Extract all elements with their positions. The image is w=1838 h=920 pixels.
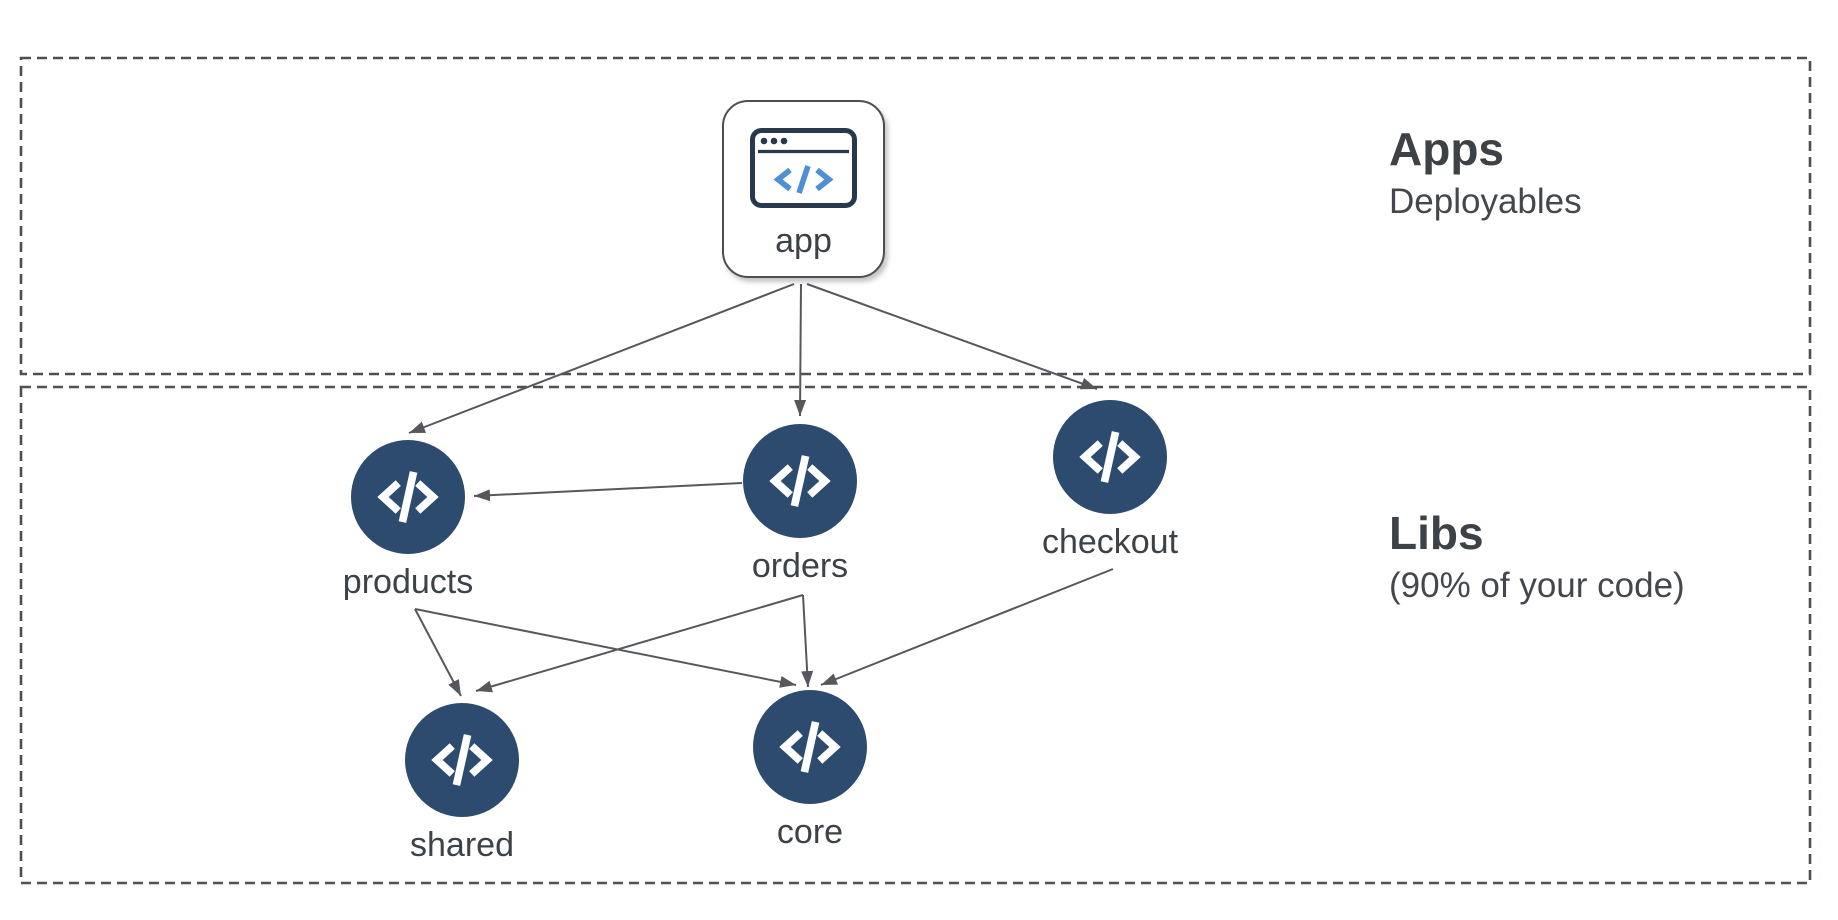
apps-section-title: Apps (1389, 123, 1504, 175)
apps-section-subtitle: Deployables (1389, 181, 1582, 221)
node-checkout-label: checkout (1041, 523, 1179, 561)
edge-orders-products (473, 482, 743, 502)
libs-section-border (19, 385, 1812, 885)
libs-section-label: Libs (90% of your code) (1389, 508, 1685, 605)
node-products-label: products (342, 563, 474, 601)
node-app-label: app (775, 222, 832, 260)
code-icon (351, 440, 465, 554)
libs-section-title: Libs (1389, 507, 1484, 559)
code-icon (405, 703, 519, 817)
node-products: products (343, 440, 473, 602)
node-core-label: core (776, 813, 844, 851)
node-shared: shared (405, 703, 519, 865)
node-checkout: checkout (1042, 400, 1178, 562)
edge-orders-core (801, 594, 814, 688)
apps-section-label: Apps Deployables (1389, 124, 1582, 221)
code-icon (753, 690, 867, 804)
edge-orders-shared (475, 594, 804, 693)
node-app: app (722, 100, 885, 278)
edge-app-orders (794, 283, 807, 417)
edge-app-products (408, 283, 795, 434)
node-orders: orders (743, 424, 857, 586)
edge-checkout-core (820, 568, 1114, 686)
node-shared-label: shared (410, 826, 514, 864)
node-core: core (753, 690, 867, 852)
libs-section-subtitle: (90% of your code) (1389, 565, 1685, 605)
edge-products-shared (414, 608, 462, 697)
node-orders-label: orders (751, 547, 849, 585)
code-icon (1053, 400, 1167, 514)
browser-code-icon (750, 128, 857, 208)
code-icon (743, 424, 857, 538)
edge-app-checkout (806, 283, 1098, 390)
edge-products-core (414, 608, 797, 688)
